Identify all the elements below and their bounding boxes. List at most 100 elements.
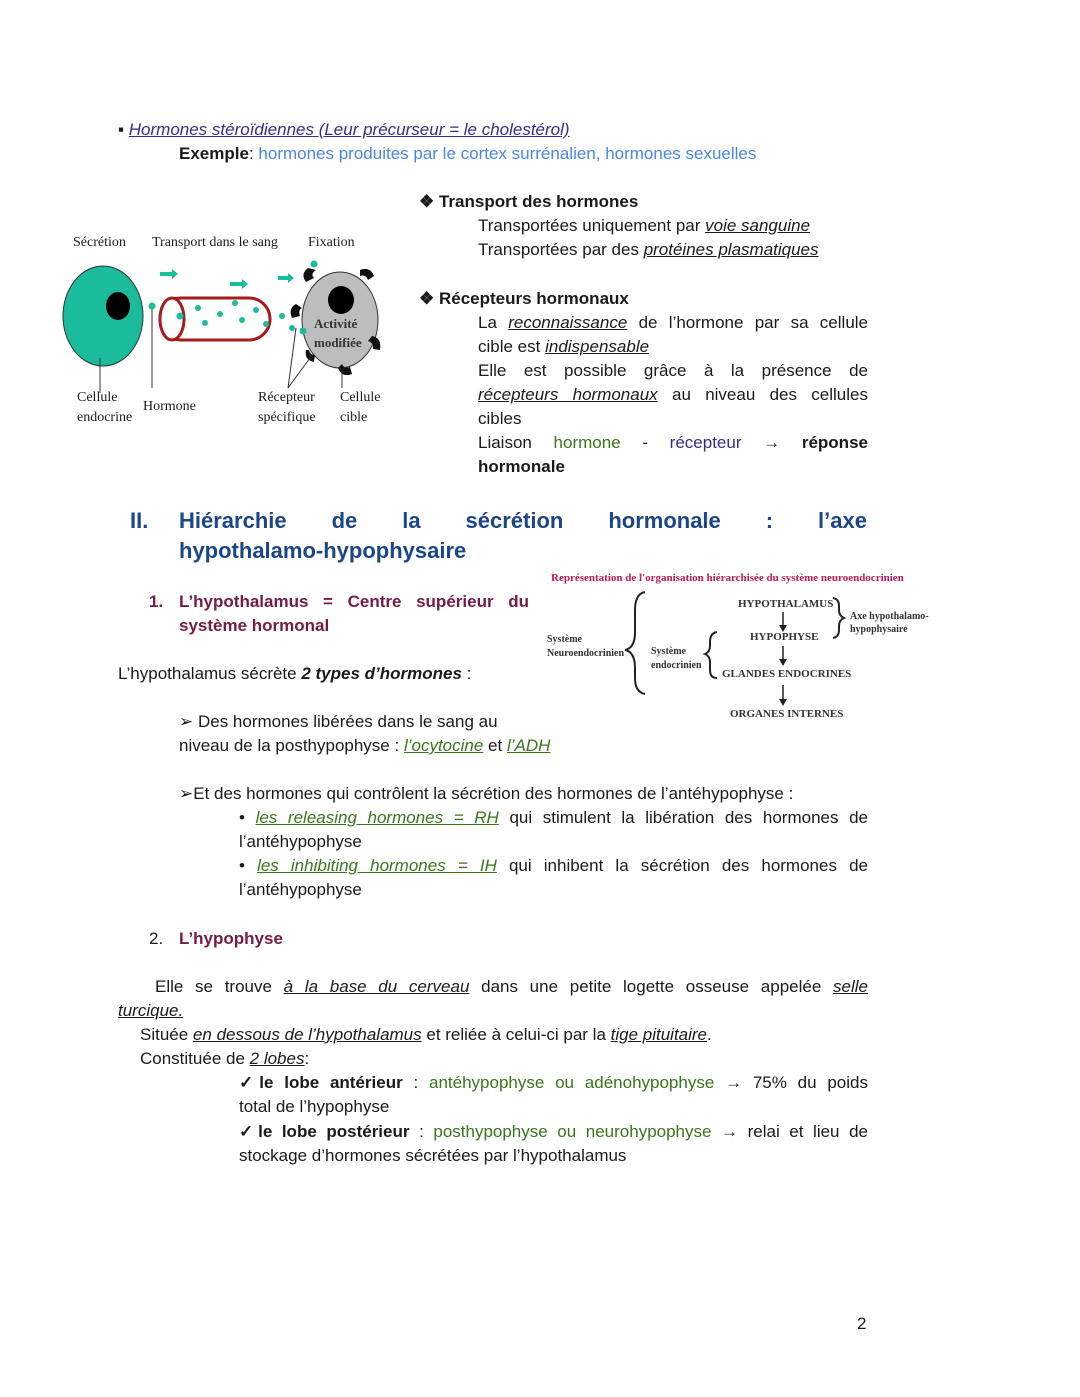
ocytocine: l’ocytocine (403, 736, 484, 755)
sub1-e: du (508, 592, 529, 611)
hypophyse-p1-line-1: Elle se trouve à la base du cerveau dans… (155, 975, 868, 999)
b1-l2-a: niveau de la posthypophyse : (179, 736, 404, 755)
ih-term: les inhibiting hormones = IH (257, 856, 497, 875)
steroid-title-line: ▪ Hormones stéroïdiennes (Leur précurseu… (118, 118, 570, 142)
s2-w7: l’axe (818, 508, 867, 533)
r-l2-u: indispensable (545, 337, 650, 356)
steroid-example-line: Exemple: hormones produites par le corte… (179, 142, 756, 166)
r-l4-u: récepteurs hormonaux (478, 385, 658, 404)
page-number: 2 (857, 1314, 867, 1333)
transport-line-1: Transportées uniquement par voie sanguin… (478, 214, 810, 238)
subsection-2-number: 2. (149, 929, 164, 948)
label-axe-2: hypophysaire (850, 624, 908, 635)
p2-a: Située (140, 1025, 193, 1044)
ih-dot: • (239, 856, 245, 875)
r-l6-dash: - (642, 433, 648, 452)
label-hypothalamus: HYPOTHALAMUS (738, 598, 834, 610)
endocrine-cell-shape (62, 265, 144, 367)
s2-w1: Hiérarchie (179, 508, 287, 533)
sub1-d: supérieur (416, 592, 494, 611)
label-glandes: GLANDES ENDOCRINES (722, 668, 852, 680)
label-cellule-endocrine-1: Cellule (77, 390, 118, 405)
b1-l1: Des hormones libérées dans le sang au (193, 712, 498, 731)
example-text: hormones produites par le cortex surréna… (258, 144, 757, 163)
label-cellule-endocrine-2: endocrine (77, 410, 133, 425)
p2-u2: tige pituitaire (610, 1025, 708, 1044)
r-l6-a: Liaison (478, 433, 532, 452)
sub1-a: L’hypothalamus (179, 592, 309, 611)
ih-line-2: l’antéhypophyse (239, 880, 362, 899)
label-systeme-neuro-1: Système (547, 634, 582, 645)
label-organes: ORGANES INTERNES (730, 708, 844, 720)
section-2-heading-line-1: Hiérarchie de la sécrétion hormonale : l… (179, 506, 867, 536)
r-l1-u: reconnaissance (508, 313, 628, 332)
label-systeme-endo-1: Système (651, 646, 686, 657)
label-cellule-cible-1: Cellule (340, 390, 381, 405)
r-l3: Elle est possible grâce à la présence de (478, 361, 868, 380)
p2-c: . (707, 1025, 712, 1044)
lobe-anterieur-line-1: ✓le lobe antérieur : antéhypophyse ou ad… (239, 1071, 868, 1095)
arrow-bullet-icon: ➢ (179, 712, 194, 731)
rh-dot: • (239, 808, 245, 827)
lobe-posterieur-line-2: stockage d’hormones sécrétées par l’hypo… (239, 1146, 627, 1165)
label-recepteur-2: spécifique (258, 410, 316, 425)
recepteurs-line-7: hormonale (478, 455, 565, 479)
subsection-2-title: L’hypophyse (179, 929, 283, 948)
subsection-1-title-line-1: L’hypothalamus = Centre supérieur du (179, 590, 529, 614)
p2-u1: en dessous de l’hypothalamus (192, 1025, 422, 1044)
arrow-bullet-icon: ➢ (179, 784, 194, 803)
s2-w2: de (331, 508, 358, 533)
recepteurs-line-3: Elle est possible grâce à la présence de (478, 359, 868, 383)
hierarchy-diagram (624, 591, 847, 706)
section-2-number: II. (130, 508, 149, 533)
post-label: le lobe postérieur (258, 1122, 410, 1141)
p1-u1: à la base du cerveau (283, 977, 470, 996)
transport-title: ❖ Transport des hormones (419, 190, 638, 214)
label-systeme-endo-2: endocrinien (651, 660, 702, 671)
p1-u2: selle (833, 977, 868, 996)
p3-b: : (304, 1049, 310, 1068)
figure2-title: Représentation de l'organisation hiérarc… (551, 572, 904, 584)
recepteurs-line-2: cible est indispensable (478, 335, 649, 359)
r-l6-reponse: réponse (801, 433, 868, 452)
r-l2-a: cible est (478, 337, 546, 356)
ant-label: le lobe antérieur (259, 1073, 403, 1092)
transport-line-2: Transportées par des protéines plasmatiq… (478, 238, 819, 262)
r-l7: hormonale (478, 457, 565, 476)
rh-term: les releasing hormones = RH (255, 808, 499, 827)
r-l4-b: au niveau des cellules (671, 385, 868, 404)
p3-a: Constituée de (140, 1049, 250, 1068)
recepteurs-line-5: cibles (478, 407, 521, 431)
transport-l2-underlined: protéines plasmatiques (643, 240, 819, 259)
diamond-bullet-icon: ❖ (419, 289, 435, 308)
adh: l’ADH (506, 736, 551, 755)
transport-l1-underlined: voie sanguine (705, 216, 811, 235)
ant-rest: → 75% du poids (725, 1073, 868, 1092)
recepteurs-line-1: La reconnaissance de l’hormone par sa ce… (478, 311, 868, 335)
hypophyse-p3: Constituée de 2 lobes: (140, 1047, 309, 1071)
s2-w4: sécrétion (465, 508, 564, 533)
example-label: Exemple (179, 144, 249, 163)
hormone-transport-diagram (62, 260, 381, 393)
label-modifiee: modifiée (314, 335, 362, 350)
check-icon: ✓ (239, 1122, 259, 1141)
transport-l1-text: Transportées uniquement par (478, 216, 706, 235)
b1-l2-et: et (483, 736, 507, 755)
r-l5: cibles (478, 409, 522, 428)
subsection-1-title-line-2: système hormonal (179, 616, 330, 635)
hypophyse-p2: Située en dessous de l’hypothalamus et r… (140, 1023, 712, 1047)
lobe-anterieur-line-2: total de l’hypophyse (239, 1097, 390, 1116)
hypophyse-p1-line-2: turcique. (118, 1001, 184, 1020)
section-2-heading-line-2: hypothalamo-hypophysaire (179, 538, 467, 563)
post-green: posthypophyse ou neurohypophyse (433, 1122, 712, 1141)
p1-a: Elle se trouve (155, 977, 284, 996)
p1-b: dans une petite logette osseuse appelée (481, 977, 833, 996)
bullet-1-line-1: ➢ Des hormones libérées dans le sang au (179, 710, 498, 734)
s2-w3: la (402, 508, 421, 533)
example-sep: : (248, 144, 254, 163)
diamond-bullet-icon: ❖ (419, 192, 435, 211)
label-axe-1: Axe hypothalamo- (850, 611, 929, 622)
post-rest: → relai et lieu de (721, 1122, 868, 1141)
post-sep: : (419, 1122, 434, 1141)
label-activite: Activité (314, 316, 358, 331)
